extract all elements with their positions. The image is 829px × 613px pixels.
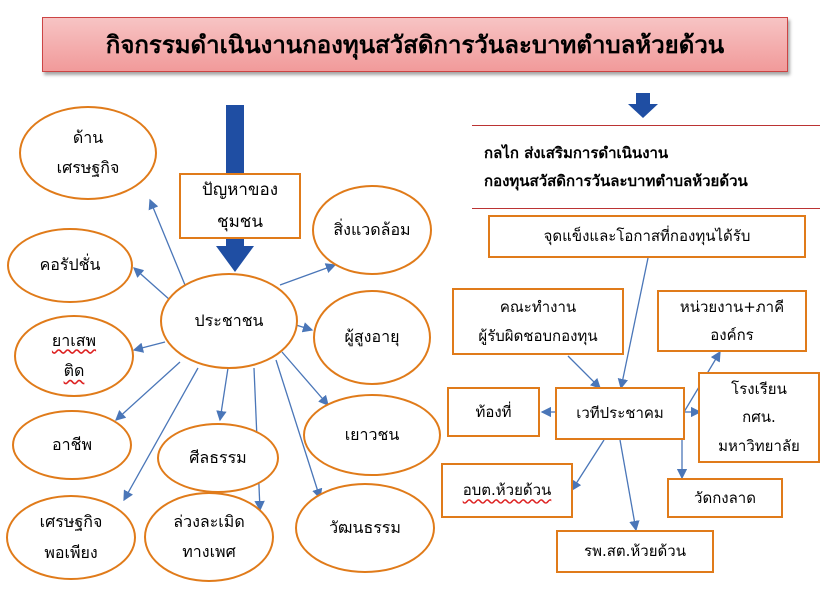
committee-label: คณะทำงาน ผู้รับผิดชอบกองทุน [478, 298, 598, 345]
page-title: กิจกรรมดำเนินงานกองทุนสวัสดิการวันละบาทต… [42, 17, 788, 72]
node-economy: ด้าน เศรษฐกิจ [19, 106, 157, 200]
node-youth: เยาวชน [303, 394, 441, 476]
node-sexual-abuse: ล่วงละเมิด ทางเพศ [144, 492, 274, 582]
node-environment: สิ่งแวดล้อม [312, 185, 432, 275]
node-drugs: ยาเสพ ติด [14, 315, 134, 397]
node-drugs-label: ยาเสพ ติด [51, 330, 97, 380]
center-node: ประชาชน [160, 273, 298, 369]
forum-box: เวทีประชาคม [555, 387, 685, 440]
agencies-box: หน่วยงาน+ภาคี องค์กร [657, 290, 807, 352]
mechanism-line-1: กลไก ส่งเสริมการดำเนินงาน [484, 143, 669, 162]
node-sufficiency: เศรษฐกิจ พอเพียง [6, 495, 136, 580]
node-elderly: ผู้สูงอายุ [313, 290, 431, 385]
node-corruption: คอรัปชั่น [7, 228, 133, 303]
sao-box: อบต.ห้วยด้วน [441, 463, 573, 518]
committee-box: คณะทำงาน ผู้รับผิดชอบกองทุน [452, 288, 624, 355]
mechanism-line-2: กองทุนสวัสดิการวันละบาทตำบลห้วยด้วน [484, 172, 748, 190]
temple-box: วัดกงลาด [667, 478, 783, 518]
left-spokes [115, 198, 337, 512]
node-career: อาชีพ [12, 410, 132, 480]
big-down-arrow-right [628, 93, 658, 118]
node-morality: ศีลธรรม [157, 423, 279, 493]
sao-label: อบต.ห้วยด้วน [462, 481, 552, 500]
schools-box: โรงเรียน กศน. มหาวิทยาลัย [698, 372, 820, 463]
strengths-box: จุดแข็งและโอกาสที่กองทุนได้รับ [488, 215, 806, 258]
hospital-box: รพ.สต.ห้วยด้วน [556, 530, 714, 573]
locality-box: ท้องที่ [447, 387, 540, 437]
mechanism-heading: กลไก ส่งเสริมการดำเนินงาน กองทุนสวัสดิกา… [472, 125, 820, 209]
node-culture: วัฒนธรรม [295, 483, 435, 573]
problem-box: ปัญหาของ ชุมชน [179, 173, 301, 239]
